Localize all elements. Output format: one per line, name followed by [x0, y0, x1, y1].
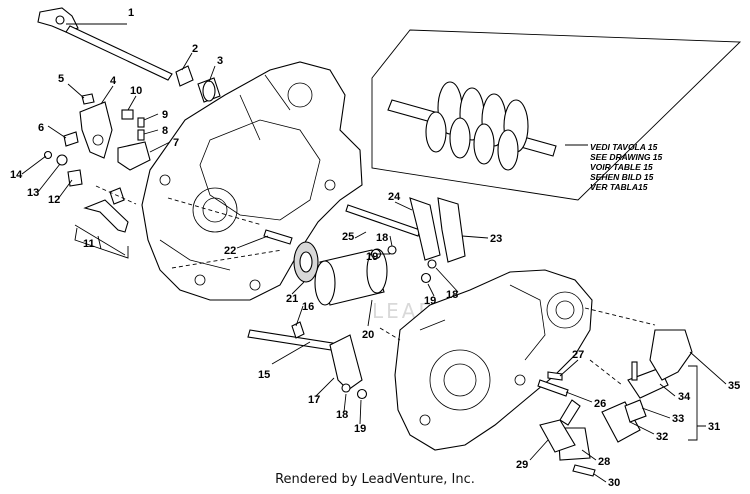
- callout-33: 33: [672, 413, 684, 425]
- part-17-shift-fork: [329, 334, 363, 391]
- right-crankcase: [394, 269, 593, 451]
- part-18-roller-b: [427, 259, 437, 269]
- part-30-screw: [572, 464, 596, 477]
- callout-8: 8: [162, 125, 168, 137]
- part-11-lever-b: [109, 187, 125, 205]
- callout-1: 1: [128, 7, 134, 19]
- callout-12: 12: [48, 194, 60, 206]
- callout-29: 29: [516, 459, 528, 471]
- inset-note-line-2: SEE DRAWING 15: [590, 152, 663, 162]
- callout-34: 34: [678, 391, 691, 403]
- callout-28: 28: [598, 456, 610, 468]
- callout-19-a: 19: [366, 251, 378, 263]
- part-10-block: [121, 109, 134, 120]
- part-18-roller-c: [341, 383, 351, 393]
- part-24-shift-fork: [409, 197, 441, 261]
- callout-26: 26: [594, 398, 606, 410]
- part-1-shift-shaft: [37, 7, 173, 81]
- callout-11: 11: [83, 238, 95, 250]
- part-23-shift-fork: [437, 197, 466, 263]
- part-9-spring: [137, 117, 145, 128]
- leader-lines: [21, 23, 727, 483]
- callout-16: 16: [302, 301, 314, 313]
- part-4-plate: [79, 101, 113, 159]
- callout-32: 32: [656, 431, 668, 443]
- callout-30: 30: [608, 477, 620, 489]
- callout-13: 13: [27, 187, 39, 199]
- part-14-clip: [43, 150, 53, 160]
- callout-21: 21: [286, 293, 298, 305]
- part-7-selector: [117, 141, 151, 171]
- callout-19-c: 19: [354, 423, 366, 435]
- part-2-spring: [175, 65, 194, 87]
- callout-23: 23: [490, 233, 502, 245]
- callout-22: 22: [224, 245, 236, 257]
- part-12-spring: [67, 169, 83, 187]
- inset-note-line-3: VOIR TABLE 15: [590, 162, 653, 172]
- callout-35: 35: [728, 380, 740, 392]
- callout-25: 25: [342, 231, 354, 243]
- part-13-washer: [56, 154, 68, 166]
- callout-4: 4: [110, 75, 117, 87]
- callout-15: 15: [258, 369, 270, 381]
- part-25-fork-shaft: [345, 204, 421, 237]
- callout-24: 24: [388, 191, 401, 203]
- callout-27: 27: [572, 349, 584, 361]
- part-5-bolt: [81, 93, 95, 105]
- part-34-arm: [627, 367, 669, 399]
- callout-3: 3: [217, 55, 223, 67]
- inset-note-line-1: VEDI TAVOLA 15: [590, 142, 658, 152]
- callout-20: 20: [362, 329, 374, 341]
- part-32-block: [601, 401, 641, 443]
- part-18-roller-a: [387, 245, 397, 255]
- callout-17: 17: [308, 394, 320, 406]
- part-3-sleeve: [197, 77, 221, 103]
- assembly-dashes: [95, 185, 656, 386]
- callout-6: 6: [38, 122, 44, 134]
- inset-note: VEDI TAVOLA 15 SEE DRAWING 15 VOIR TABLE…: [590, 142, 663, 192]
- callout-7: 7: [173, 137, 179, 149]
- left-crankcase: [141, 61, 363, 301]
- bracket-11: [74, 227, 129, 259]
- bracket-31: [688, 365, 706, 441]
- callout-10: 10: [130, 85, 142, 97]
- callout-18-a: 18: [376, 232, 388, 244]
- part-16-clip: [291, 321, 305, 339]
- part-29-oring: [539, 419, 576, 453]
- part-19-pin-b: [420, 272, 432, 284]
- inset-transmission: [371, 29, 742, 201]
- inset-note-line-4: SEHEN BILD 15: [590, 172, 654, 182]
- part-11-lever: [83, 199, 129, 233]
- callout-5: 5: [58, 73, 64, 85]
- footer-credit: Rendered by LeadVenture, Inc.: [275, 472, 475, 487]
- callout-9: 9: [162, 109, 168, 121]
- part-bolt-31: [631, 361, 638, 381]
- part-35-lever: [649, 329, 693, 381]
- part-27-pin: [547, 371, 563, 381]
- part-20-shift-drum: [314, 248, 388, 306]
- part-33-spring: [624, 399, 647, 423]
- callout-31: 31: [708, 421, 720, 433]
- inset-note-line-5: VER TABLA15: [590, 182, 648, 192]
- callout-18-c: 18: [336, 409, 348, 421]
- part-26-screw: [537, 379, 569, 397]
- part-19-pin-c: [356, 388, 368, 400]
- callout-19-b: 19: [424, 295, 436, 307]
- part-22-screw: [263, 229, 293, 245]
- callout-14: 14: [10, 169, 23, 181]
- callout-2: 2: [192, 43, 198, 55]
- part-6-bolt: [63, 131, 79, 147]
- callout-18-b: 18: [446, 289, 458, 301]
- part-sensor-lead: [559, 399, 581, 426]
- part-8-pin: [137, 129, 145, 141]
- part-21-drum-cam: [293, 241, 319, 283]
- callout-numbers: 1 2 3 4 5 6 7 8 9 10 11 12 13 14 15 16 1…: [10, 7, 740, 489]
